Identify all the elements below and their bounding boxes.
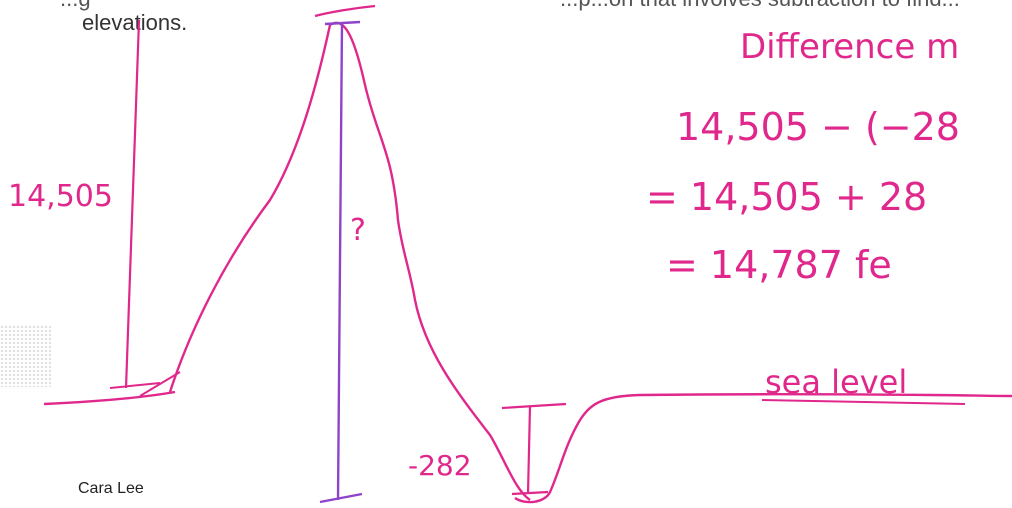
work-line-3: = 14,787 fe <box>666 243 892 287</box>
label-depth: -282 <box>408 449 472 482</box>
trench-measure-line <box>501 402 567 496</box>
trench-outline <box>514 393 1012 504</box>
mountain-outline <box>168 21 531 501</box>
work-line-2: = 14,505 + 28 <box>646 175 927 219</box>
scan-noise <box>0 325 52 387</box>
work-line-1: 14,505 − (−28 <box>676 105 960 149</box>
cut-text-left: ...g <box>60 0 91 12</box>
label-sea-level: sea level <box>765 363 907 401</box>
sea-level-underline <box>761 399 966 405</box>
body-text-elevations: elevations. <box>82 10 188 35</box>
left-height-line <box>124 19 141 389</box>
label-unknown: ? <box>350 213 366 248</box>
ground-line-left <box>43 390 176 406</box>
cut-text-right: ...p...on that involves subtraction to f… <box>560 0 960 12</box>
purple-measure-line <box>319 20 363 504</box>
top-cap-line <box>314 4 376 18</box>
work-heading: Difference m <box>740 27 959 67</box>
label-mountain-height: 14,505 <box>8 179 113 214</box>
left-height-base <box>109 371 181 397</box>
author-credit: Cara Lee <box>78 480 144 497</box>
